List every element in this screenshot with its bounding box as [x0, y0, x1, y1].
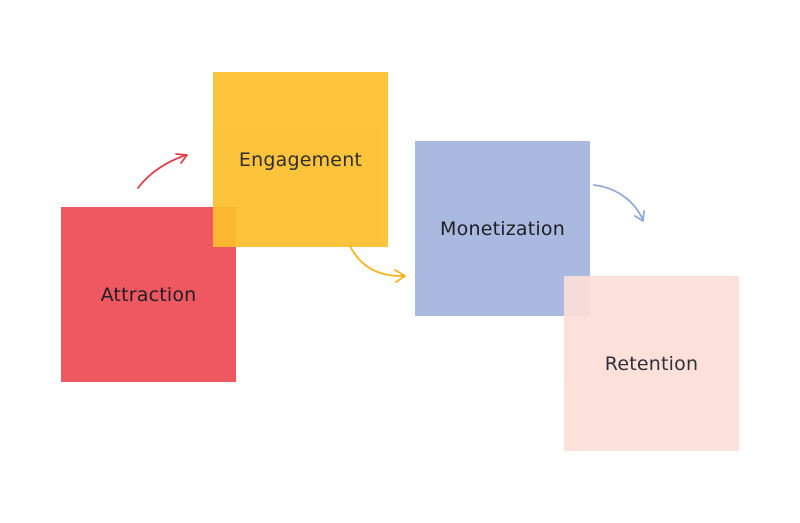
- arrow-monetization-to-retention-head: [634, 210, 645, 222]
- arrow-attraction-to-engagement-head: [175, 153, 188, 164]
- sticky-note-engagement: Engagement: [213, 72, 388, 247]
- arrow-monetization-to-retention: [593, 184, 645, 222]
- arrow-attraction-to-engagement-line: [137, 154, 187, 189]
- arrow-attraction-to-engagement: [137, 153, 188, 189]
- note-label-retention: Retention: [604, 352, 699, 375]
- arrow-engagement-to-monetization: [349, 245, 406, 283]
- arrow-monetization-to-retention-line: [593, 184, 644, 221]
- arrow-engagement-to-monetization-line: [349, 245, 406, 277]
- note-label-attraction: Attraction: [100, 283, 197, 306]
- note-label-monetization: Monetization: [440, 217, 565, 240]
- arrow-engagement-to-monetization-head: [394, 269, 406, 283]
- sticky-note-retention: Retention: [564, 276, 739, 451]
- sticky-note-attraction: Attraction: [61, 207, 236, 382]
- sticky-note-monetization: Monetization: [415, 141, 590, 316]
- note-label-engagement: Engagement: [238, 148, 363, 171]
